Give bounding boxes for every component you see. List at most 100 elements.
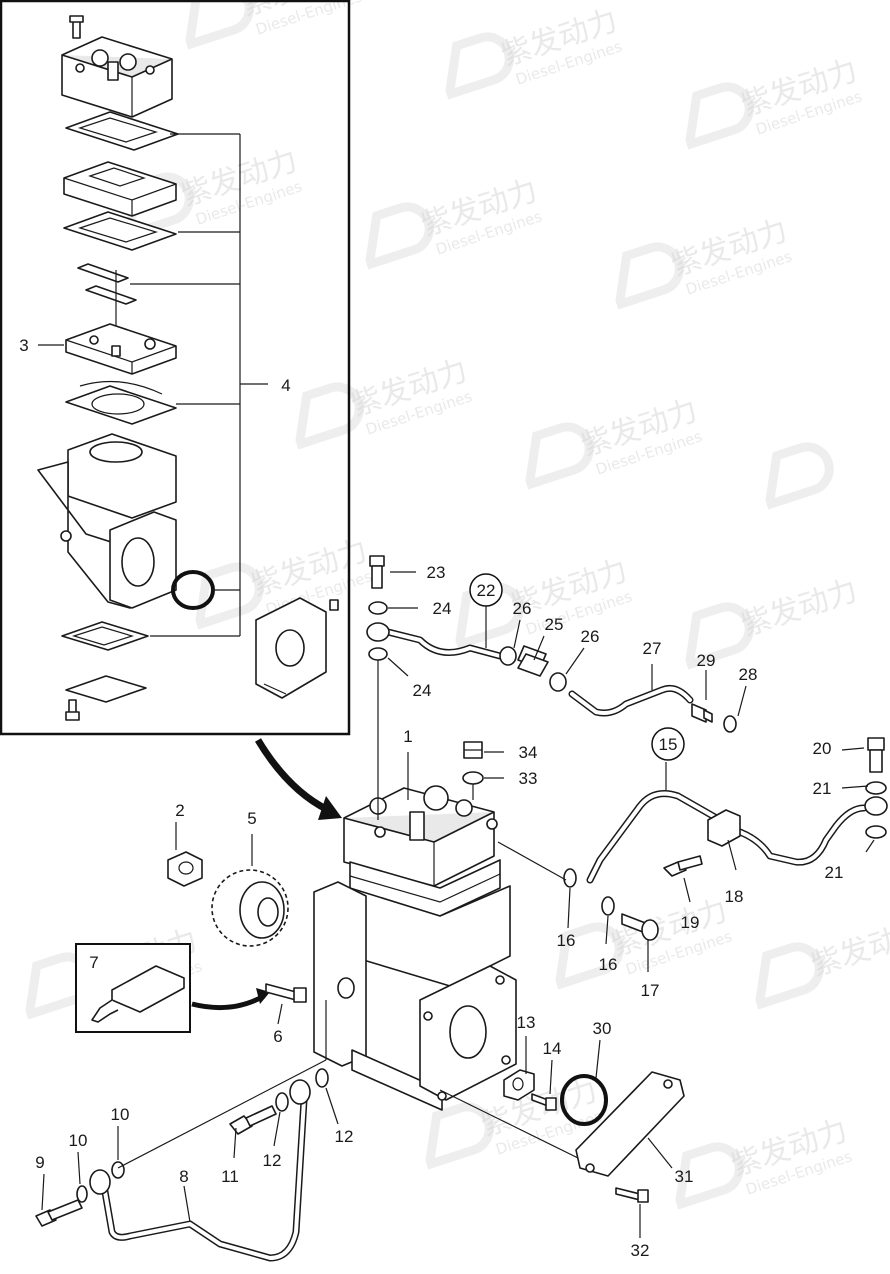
watermark-9 <box>765 442 834 510</box>
watermark-5: 紫发动力 Diesel-Engines <box>365 173 544 270</box>
callout-circle-15 <box>651 727 685 761</box>
part-2-nut <box>167 851 203 887</box>
part-12-washer-b <box>315 1068 329 1088</box>
part-34-plug <box>463 741 483 759</box>
part-26-clamp-a <box>499 646 517 666</box>
part-21-washer-b <box>865 825 887 839</box>
callout-25: 25 <box>545 615 564 634</box>
callout-labels: 1 2 3 4 5 6 7 8 9 10 10 11 12 12 13 14 1… <box>19 336 843 1260</box>
part-16-washer-b <box>601 896 615 916</box>
reed-valve <box>77 263 129 283</box>
part-18-clamp <box>707 809 741 847</box>
part-19-bolt <box>663 855 703 877</box>
callout-31: 31 <box>675 1167 694 1186</box>
callout-27: 27 <box>643 639 662 658</box>
callout-22: 22 <box>477 581 496 600</box>
callout-23: 23 <box>427 563 446 582</box>
part-28-washer <box>723 715 737 733</box>
head-gasket-1 <box>65 111 179 151</box>
part-22-pipe <box>376 626 504 660</box>
callout-26a: 26 <box>513 599 532 618</box>
exploded-detail-frame <box>0 0 351 736</box>
part-20-bolt <box>867 737 885 773</box>
part-17-bolt <box>621 913 659 941</box>
callout-20: 20 <box>813 739 832 758</box>
curved-pointer-arrow <box>254 738 342 820</box>
cylinder-head-top <box>61 36 173 118</box>
watermark-8: 紫发动力 Diesel-Engines <box>525 393 704 490</box>
callout-8: 8 <box>179 1167 188 1186</box>
callout-16a: 16 <box>557 931 576 950</box>
callout-12b: 12 <box>335 1127 354 1146</box>
valve-plate-3 <box>65 323 177 375</box>
part-29-fitting <box>691 703 713 723</box>
part-13-clamp <box>503 1069 535 1101</box>
watermark-15: 紫发动力 <box>755 913 890 1010</box>
exploded-head-stack <box>37 15 339 721</box>
part-11-bolt <box>229 1105 277 1135</box>
part-26-clamp-b <box>549 672 567 692</box>
callout-33: 33 <box>519 769 538 788</box>
callout-24a: 24 <box>433 599 452 618</box>
callout-26b: 26 <box>581 627 600 646</box>
callout-10b: 10 <box>111 1105 130 1124</box>
svg-text:紫发动力: 紫发动力 <box>737 573 862 643</box>
leader-lines <box>41 571 875 1238</box>
base-gasket <box>61 621 149 651</box>
watermark-17: 紫发动力 Diesel-Engines <box>675 1113 854 1210</box>
part-9-bolt <box>35 1199 83 1227</box>
callout-1: 1 <box>403 727 412 746</box>
part-5-gear <box>211 869 289 947</box>
part-24-washer-b <box>368 647 388 661</box>
callout-15: 15 <box>659 735 678 754</box>
callout-30: 30 <box>593 1019 612 1038</box>
callout-16b: 16 <box>599 955 618 974</box>
part-10-washer-a <box>76 1185 88 1203</box>
watermark-2: 紫发动力 Diesel-Engines <box>445 3 624 100</box>
callout-3: 3 <box>19 336 28 355</box>
air-compressor-main <box>313 785 517 1111</box>
part-27-pipe <box>568 684 694 717</box>
part-33-washer <box>462 771 484 785</box>
callout-21b: 21 <box>825 863 844 882</box>
callout-12a: 12 <box>263 1151 282 1170</box>
part-6-screw <box>265 983 307 1003</box>
callout-14: 14 <box>543 1039 562 1058</box>
callout-34: 34 <box>519 743 538 762</box>
part-32-screw <box>615 1187 649 1203</box>
callout-2: 2 <box>175 801 184 820</box>
callout-4: 4 <box>281 376 290 395</box>
cover-plate-detail <box>65 675 147 703</box>
callout-5: 5 <box>247 809 256 828</box>
part-23-bolt <box>369 555 385 589</box>
cylinder-gasket <box>65 385 177 425</box>
callout-10a: 10 <box>69 1131 88 1150</box>
svg-text:紫发动力: 紫发动力 <box>807 913 890 983</box>
part-30-o-ring <box>560 1074 608 1126</box>
part-12-washer-a <box>275 1092 289 1112</box>
part-14-bolt <box>531 1093 557 1111</box>
callout-17: 17 <box>641 981 660 1000</box>
valve-plate-upper <box>63 161 177 217</box>
watermark-1: 紫发动力 Diesel-Engines <box>185 0 364 50</box>
callout-11: 11 <box>221 1167 239 1186</box>
callout-32: 32 <box>631 1241 650 1260</box>
banjo-fitting-15 <box>864 796 888 816</box>
flange-detail <box>255 597 339 699</box>
watermark-12: 紫发动力 <box>685 573 862 670</box>
part-25-hose <box>517 645 549 677</box>
watermark-6: 紫发动力 Diesel-Engines <box>615 213 794 310</box>
part-8-pipe <box>100 1096 308 1262</box>
callout-7: 7 <box>89 953 98 972</box>
head-gasket-2 <box>63 211 177 251</box>
head-screw-top <box>69 15 84 39</box>
callout-13: 13 <box>517 1013 536 1032</box>
part-15-pipe <box>586 790 868 884</box>
callout-29: 29 <box>697 651 716 670</box>
callout-9: 9 <box>35 1153 44 1172</box>
part-10-washer-b <box>111 1161 125 1179</box>
callout-circle-22 <box>469 573 503 607</box>
part-16-washer-a <box>563 868 577 888</box>
part-31-cover <box>575 1071 685 1177</box>
